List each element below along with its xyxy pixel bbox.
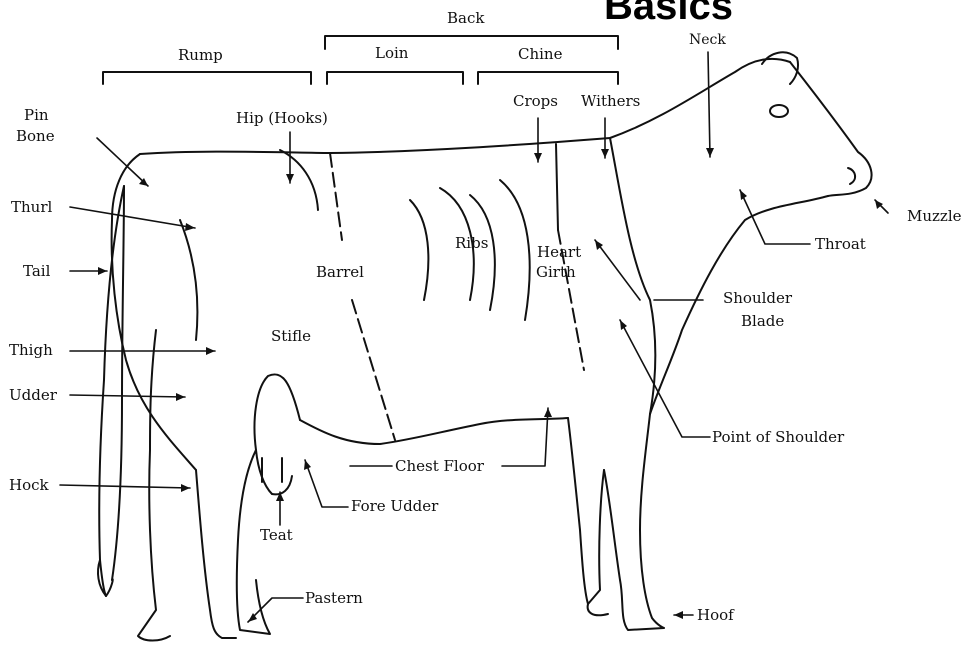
label-pointers <box>60 52 888 622</box>
pointer-arrowheads <box>98 148 883 622</box>
label-loin: Loin <box>375 45 408 61</box>
label-tail: Tail <box>23 263 50 279</box>
label-ribs: Ribs <box>455 235 488 251</box>
label-teat: Teat <box>260 527 293 543</box>
label-crops: Crops <box>513 93 558 109</box>
label-withers: Withers <box>581 93 640 109</box>
label-thurl: Thurl <box>11 199 52 215</box>
label-rump: Rump <box>178 47 223 63</box>
label-heart: Heart <box>537 244 581 260</box>
label-chest-floor: Chest Floor <box>395 458 484 474</box>
label-thigh: Thigh <box>9 342 53 358</box>
label-udder: Udder <box>9 387 57 403</box>
label-back: Back <box>447 10 484 26</box>
label-blade: Blade <box>741 313 784 329</box>
label-girth: Girth <box>536 264 576 280</box>
label-fore-udder: Fore Udder <box>351 498 438 514</box>
label-muzzle: Muzzle <box>907 208 962 224</box>
label-barrel: Barrel <box>316 264 364 280</box>
label-pin: Pin <box>24 107 49 123</box>
label-hock: Hock <box>9 477 49 493</box>
label-chine: Chine <box>518 46 562 62</box>
label-stifle: Stifle <box>271 328 311 344</box>
label-throat: Throat <box>815 236 866 252</box>
label-hoof: Hoof <box>697 607 734 623</box>
label-bone: Bone <box>16 128 55 144</box>
label-neck: Neck <box>689 32 726 48</box>
cow-outline <box>98 52 872 640</box>
label-hip: Hip (Hooks) <box>236 110 328 126</box>
label-pastern: Pastern <box>305 590 363 606</box>
label-shoulder: Shoulder <box>723 290 792 306</box>
label-point-of-shoulder: Point of Shoulder <box>712 429 844 445</box>
